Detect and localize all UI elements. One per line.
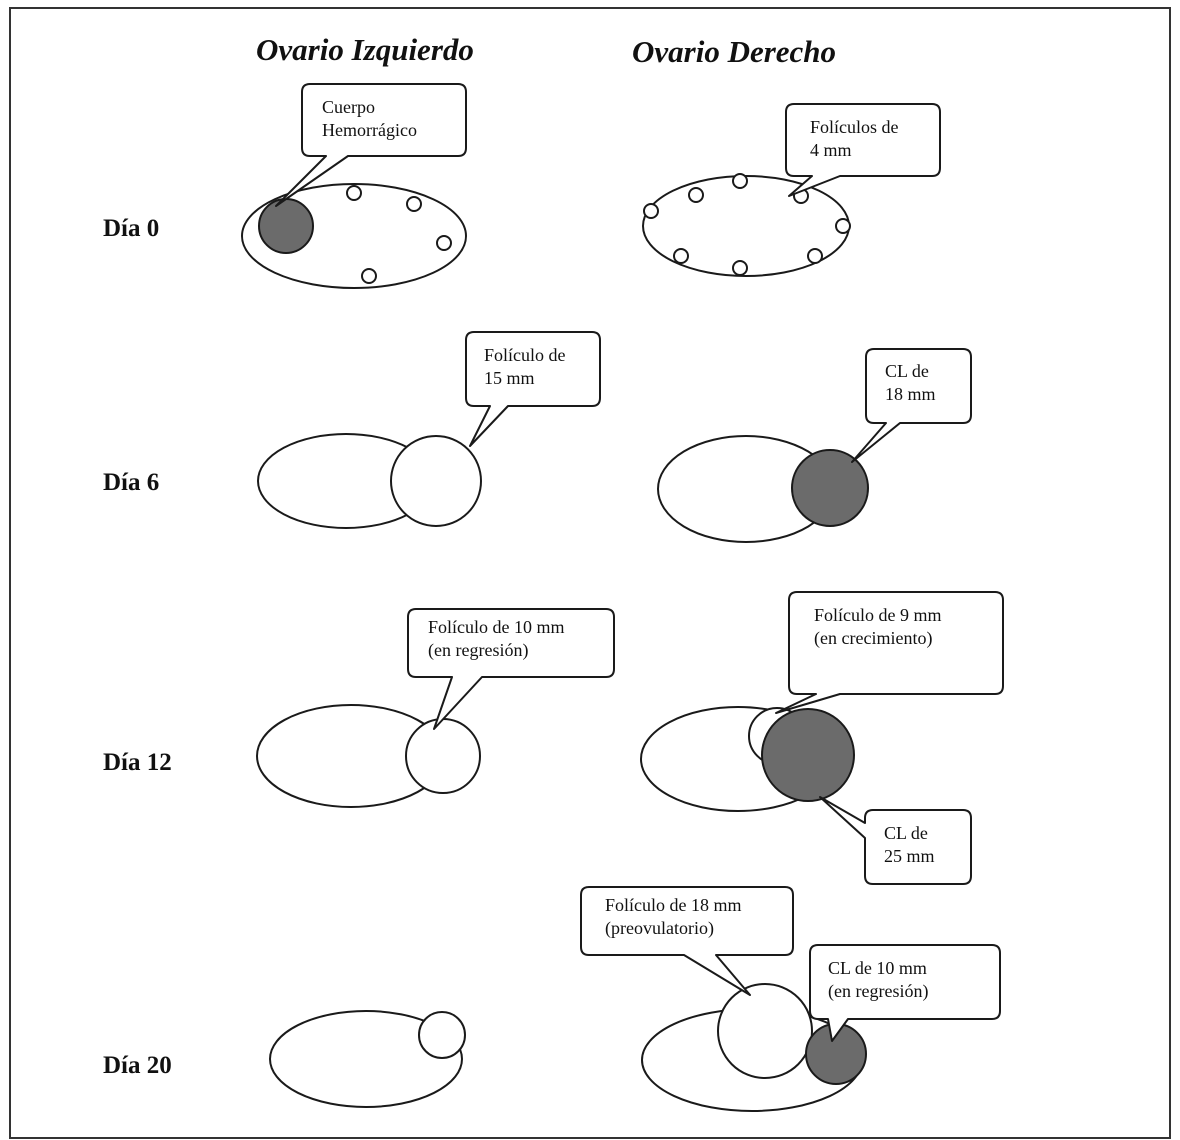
follicle — [689, 188, 703, 202]
follicle — [674, 249, 688, 263]
callout-text-line: (en crecimiento) — [814, 628, 932, 649]
column-title-right: Ovario Derecho — [632, 34, 836, 69]
callout-day12-left: Folículo de 10 mm (en regresión) — [408, 609, 614, 729]
follicle — [407, 197, 421, 211]
day0-left-ovary — [242, 184, 466, 288]
callout-day12-right-bottom: CL de 25 mm — [820, 797, 971, 884]
day6-left-ovary — [258, 434, 481, 528]
follicle — [836, 219, 850, 233]
callout-text-line: Folículo de 9 mm — [814, 605, 942, 625]
callout-day20-right-top: Folículo de 18 mm (preovulatorio) — [581, 887, 793, 995]
day0-right-ovary — [643, 174, 850, 276]
follicle — [419, 1012, 465, 1058]
day6-right-ovary — [658, 436, 868, 542]
follicle — [733, 174, 747, 188]
callout-day0-right: Folículos de 4 mm — [786, 104, 940, 196]
callout-text-line: 18 mm — [885, 384, 936, 404]
callout-text-line: 4 mm — [810, 140, 852, 160]
day12-right-ovary — [641, 707, 854, 811]
callout-day6-left: Folículo de 15 mm — [466, 332, 600, 446]
callout-day12-right-top: Folículo de 9 mm (en crecimiento) — [776, 592, 1003, 713]
follicle — [644, 204, 658, 218]
callout-text-line: (en regresión) — [828, 981, 928, 1002]
callout-text-line: CL de — [885, 361, 929, 381]
callout-text-line: CL de — [884, 823, 928, 843]
corpus-luteum — [762, 709, 854, 801]
follicle — [347, 186, 361, 200]
day12-left-ovary — [257, 705, 480, 807]
column-title-left: Ovario Izquierdo — [256, 32, 474, 67]
corpus-luteum — [792, 450, 868, 526]
row-label-day-20: Día 20 — [103, 1052, 172, 1079]
callout-text-line: Cuerpo — [322, 97, 375, 117]
callout-text-line: Folículos de — [810, 117, 899, 137]
callout-day20-right-cl: CL de 10 mm (en regresión) — [810, 945, 1000, 1041]
follicle — [808, 249, 822, 263]
callout-text-line: Hemorrágico — [322, 120, 417, 140]
day20-left-ovary — [270, 1011, 465, 1107]
callout-text-line: 15 mm — [484, 368, 535, 388]
callout-text-line: CL de 10 mm — [828, 958, 927, 978]
follicle — [362, 269, 376, 283]
callout-day6-right: CL de 18 mm — [852, 349, 971, 462]
callout-text-line: Folículo de — [484, 345, 566, 365]
regressing-follicle — [406, 719, 480, 793]
callout-text-line: 25 mm — [884, 846, 935, 866]
callout-text-line: Folículo de 10 mm — [428, 617, 565, 637]
large-follicle — [391, 436, 481, 526]
corpus-hemorrhagicum — [259, 199, 313, 253]
preovulatory-follicle — [718, 984, 812, 1078]
follicle — [437, 236, 451, 250]
row-label-day-12: Día 12 — [103, 749, 172, 776]
callout-text-line: (preovulatorio) — [605, 918, 714, 939]
callout-text-line: (en regresión) — [428, 640, 528, 661]
callout-text-line: Folículo de 18 mm — [605, 895, 742, 915]
row-label-day-6: Día 6 — [103, 469, 159, 496]
row-label-day-0: Día 0 — [103, 215, 159, 242]
follicle — [733, 261, 747, 275]
